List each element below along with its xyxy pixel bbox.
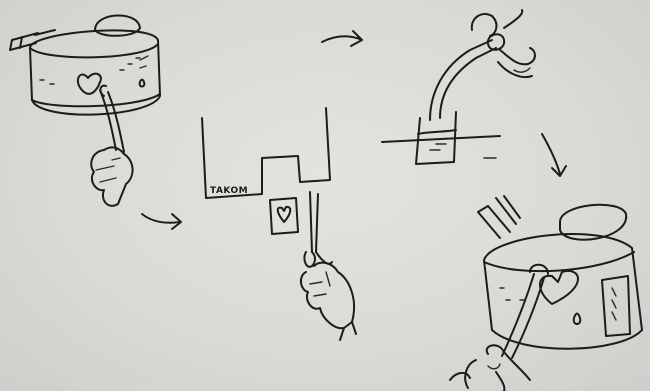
arrow-2-to-3 [322,31,362,46]
step-4-device-drawing [450,196,642,391]
takom-label: TAKOM [210,186,248,196]
step-1-device-drawing [10,15,160,205]
arrow-3-to-4 [542,134,566,176]
step-2-cutting-drawing: TAKOM [202,108,356,340]
step-3-dipping-drawing [382,10,535,164]
arrow-1-to-2 [142,214,181,229]
